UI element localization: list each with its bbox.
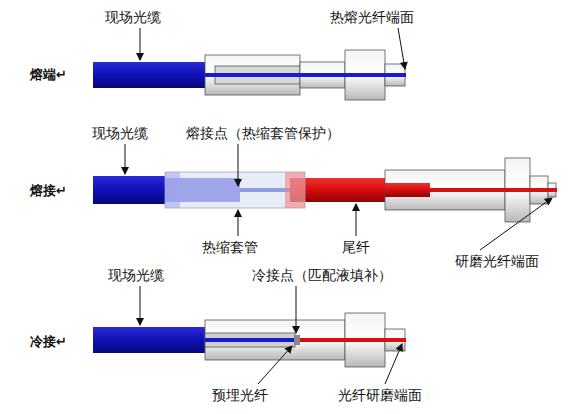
part-label: 现场光缆 — [92, 124, 148, 142]
part-label: 热熔光纤端面 — [330, 8, 414, 26]
part-label: 预埋光纤 — [212, 386, 268, 404]
row-title: 熔接↵ — [30, 182, 67, 200]
part-label: 热缩套管 — [202, 238, 258, 256]
part-label: 冷接点（匹配液填补） — [252, 266, 392, 284]
part-label: 现场光缆 — [105, 8, 161, 26]
part-label: 研磨光纤端面 — [455, 252, 539, 270]
part-label: 光纤研磨端面 — [338, 386, 422, 404]
row-title: 熔端↵ — [30, 66, 67, 84]
part-label: 尾纤 — [342, 238, 370, 256]
row-title: 冷接↵ — [30, 333, 67, 351]
part-label: 熔接点（热缩套管保护） — [186, 124, 340, 142]
part-label: 现场光缆 — [108, 266, 164, 284]
